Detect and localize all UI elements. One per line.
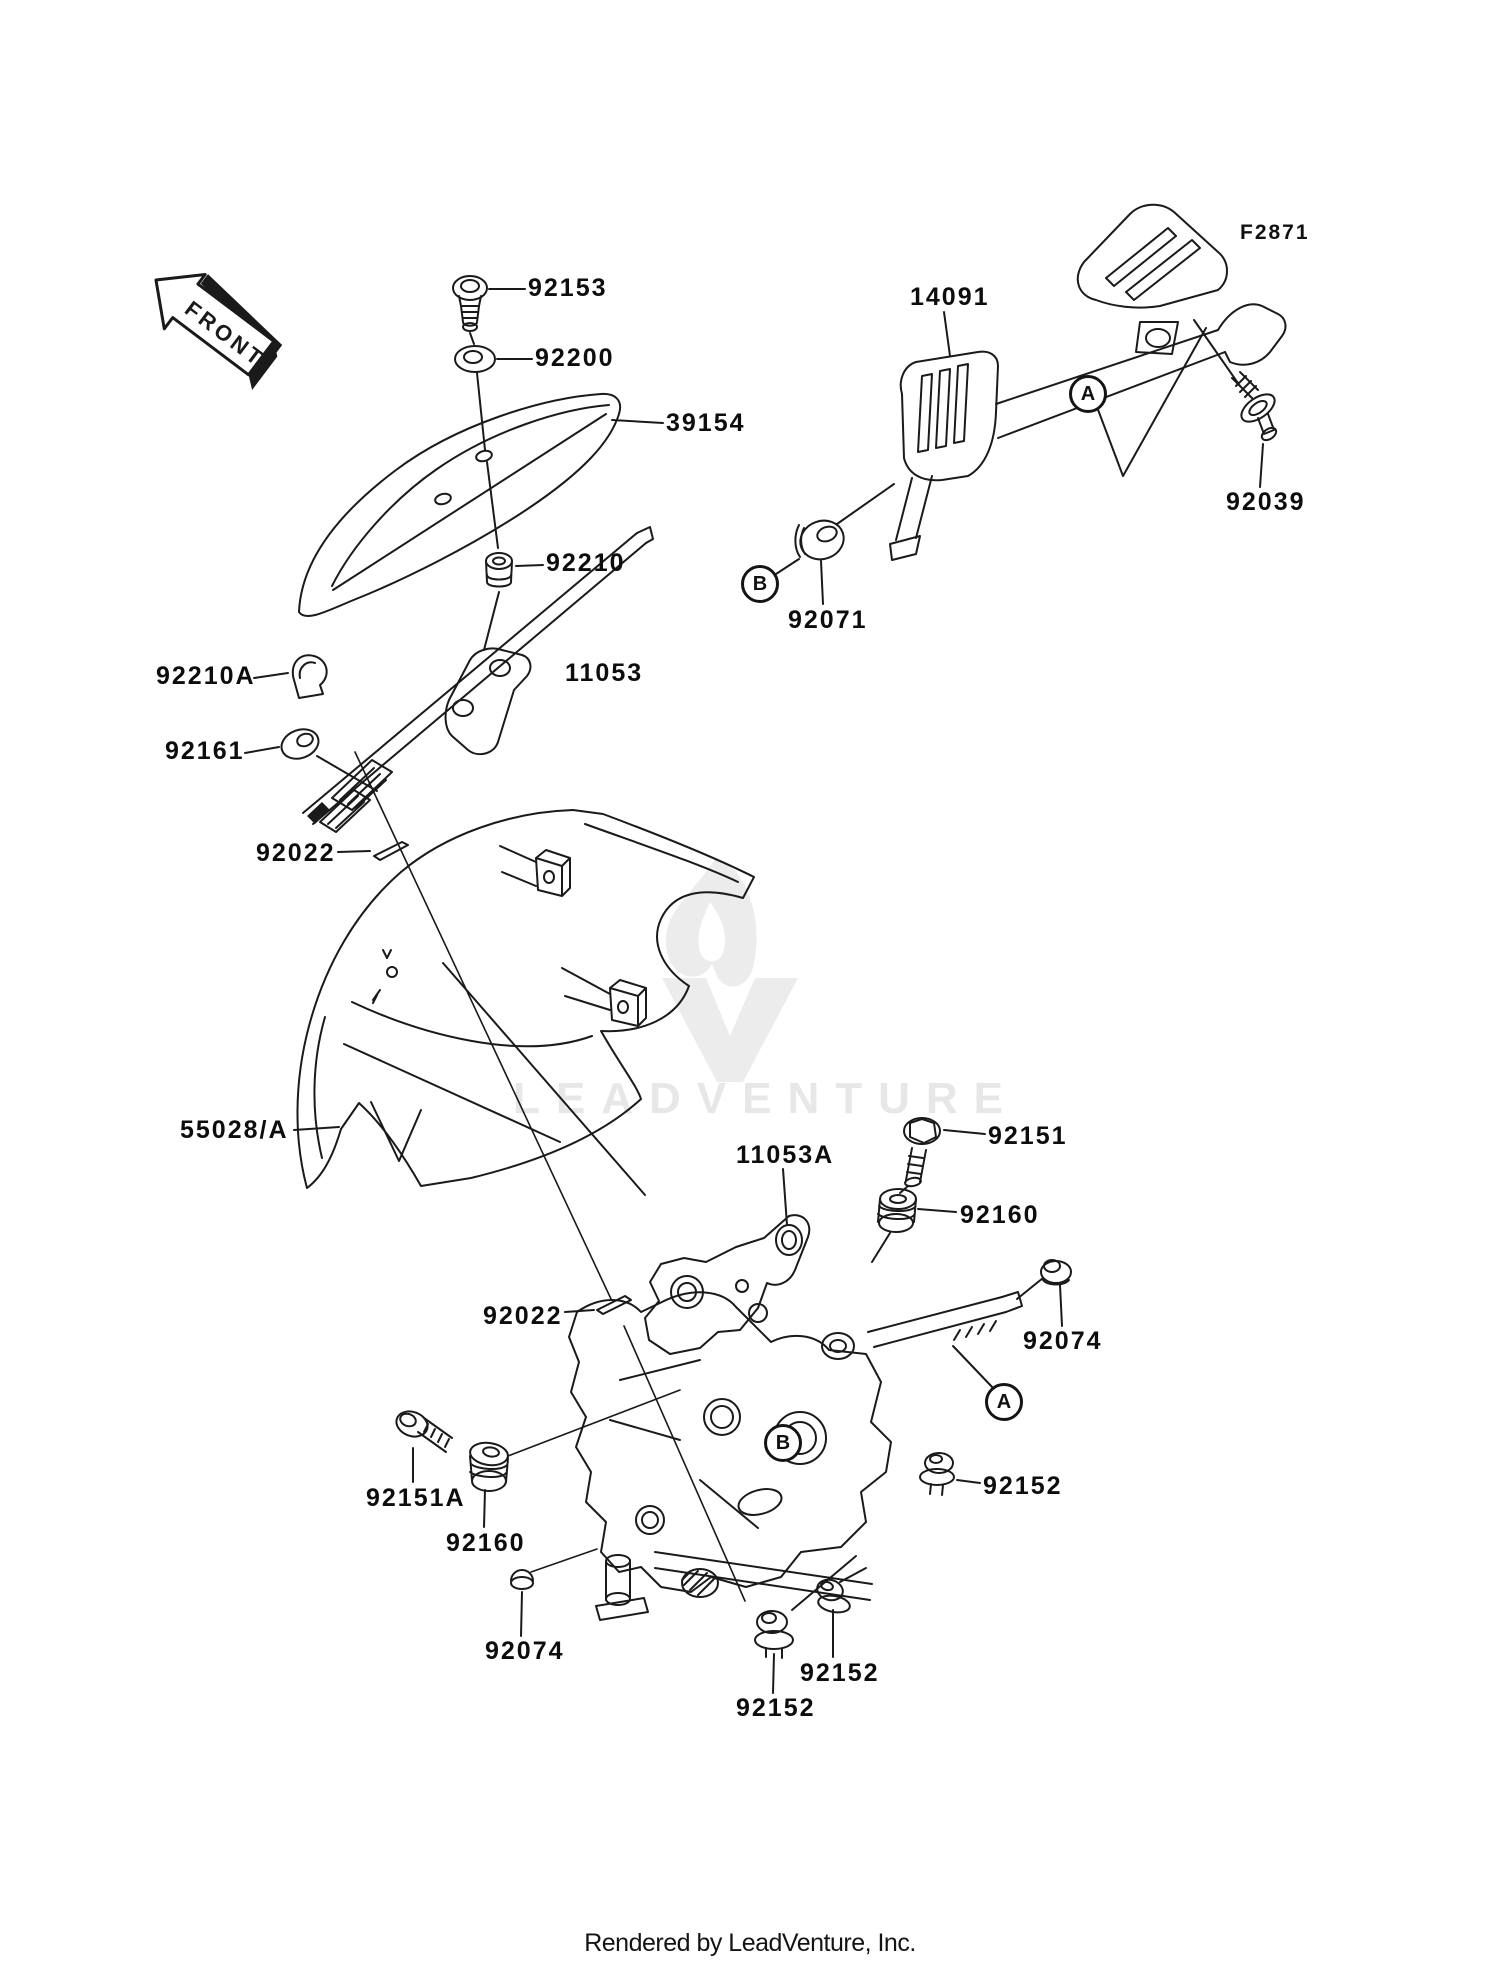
figure-code: F2871 (1240, 221, 1310, 244)
part-label-11053A[interactable]: 11053A (736, 1141, 835, 1169)
ref-circle-a-2: A (985, 1383, 1023, 1421)
ref-circle-a-1: A (1069, 375, 1107, 413)
washer-92161-drawing (280, 728, 320, 760)
pin-92022-upper-drawing (373, 841, 409, 861)
collar-92210-drawing (485, 552, 513, 588)
part-label-92039[interactable]: 92039 (1226, 488, 1306, 516)
part-label-92022-lower[interactable]: 92022 (483, 1302, 563, 1330)
cowling-55028-drawing (296, 809, 755, 1196)
screw-92152-right-drawing (919, 1452, 955, 1496)
part-label-92210[interactable]: 92210 (546, 549, 626, 577)
bolt-92151-drawing (903, 1117, 941, 1188)
part-label-92160-right[interactable]: 92160 (960, 1201, 1040, 1229)
part-label-14091[interactable]: 14091 (910, 283, 990, 311)
washer-92200-drawing (454, 345, 496, 373)
clip-92210A-drawing (291, 654, 328, 699)
part-label-92161[interactable]: 92161 (165, 737, 245, 765)
part-label-92200[interactable]: 92200 (535, 344, 615, 372)
front-direction-arrow: FRONT (154, 272, 283, 390)
part-label-11053[interactable]: 11053 (565, 659, 644, 687)
rivet-92039-drawing (1231, 371, 1278, 442)
bracket-11053A-drawing (644, 1214, 811, 1355)
part-label-92160-left[interactable]: 92160 (446, 1529, 526, 1557)
part-label-92071[interactable]: 92071 (788, 606, 868, 634)
damper-92160-left-drawing (469, 1441, 509, 1492)
leadventure-logo-watermark: LEADVENTURE (513, 858, 1019, 1123)
part-label-92152-right[interactable]: 92152 (983, 1472, 1063, 1500)
part-label-92210A[interactable]: 92210A (156, 662, 256, 690)
bracket-11053-drawing (302, 526, 654, 833)
damper-92160-right-drawing (877, 1188, 917, 1233)
part-label-92074-bottom[interactable]: 92074 (485, 1637, 565, 1665)
part-label-92153[interactable]: 92153 (528, 274, 608, 302)
part-label-92151[interactable]: 92151 (988, 1122, 1068, 1150)
cover-14091-drawing (889, 203, 1287, 561)
part-label-92022-upper[interactable]: 92022 (256, 839, 336, 867)
grommet-92074-right-drawing (1040, 1259, 1072, 1286)
part-label-55028A[interactable]: 55028/A (180, 1116, 289, 1144)
part-label-92152-bottommiddle[interactable]: 92152 (736, 1694, 816, 1722)
part-label-92151A[interactable]: 92151A (366, 1484, 466, 1512)
cap-92074-bottom-drawing (510, 1569, 534, 1590)
pin-92022-lower-drawing (596, 1295, 632, 1315)
part-label-92074-right[interactable]: 92074 (1023, 1327, 1103, 1355)
ref-circle-b-1: B (741, 565, 779, 603)
bolt-92153-drawing (452, 275, 488, 332)
grommet-92071-drawing (794, 519, 845, 561)
watermark-text: LEADVENTURE (513, 1074, 1019, 1123)
screw-92152-middle-drawing (754, 1610, 794, 1659)
rendered-by-footer: Rendered by LeadVenture, Inc. (584, 1929, 916, 1957)
windshield-39154-drawing (298, 392, 621, 617)
part-label-92152-bottomright[interactable]: 92152 (800, 1659, 880, 1687)
bolt-92151A-drawing (395, 1410, 453, 1453)
ref-circle-b-2: B (764, 1424, 802, 1462)
part-label-39154[interactable]: 39154 (666, 409, 746, 437)
